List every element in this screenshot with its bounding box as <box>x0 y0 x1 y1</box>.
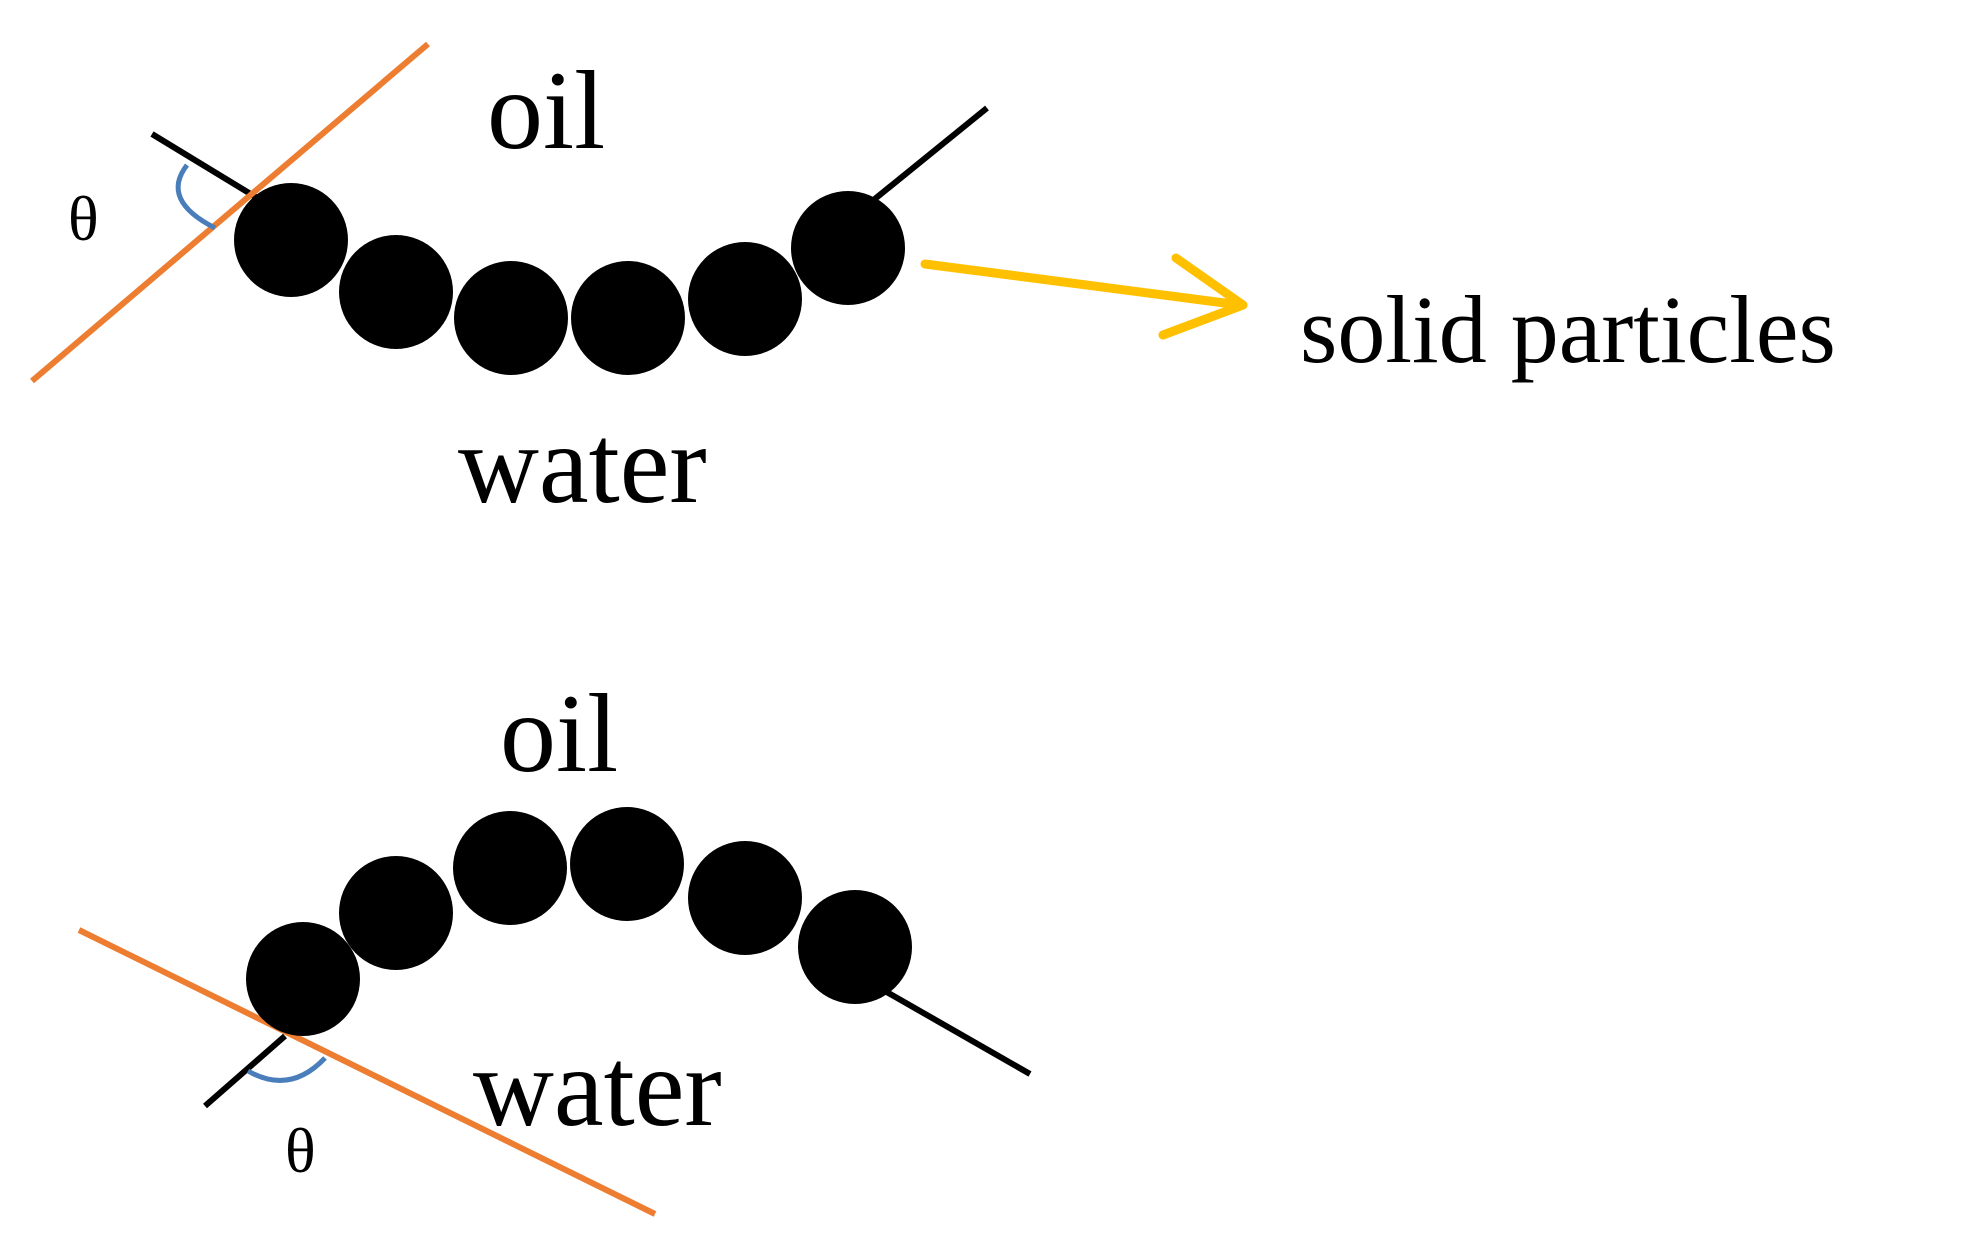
top-contact-angle-arc <box>175 163 217 231</box>
bottom-oil-label: oil <box>500 672 618 796</box>
solid-particles-label: solid particles <box>1300 276 1836 383</box>
bottom-particle <box>688 841 802 955</box>
bottom-emulsion-panel: oil water θ <box>77 672 1032 1217</box>
bottom-contact-angle-arc <box>246 1056 327 1083</box>
bottom-interface-line-left <box>203 1033 287 1109</box>
bottom-interface-line-right <box>876 984 1032 1077</box>
top-interface-line-left <box>150 131 274 210</box>
top-particle <box>454 261 568 375</box>
bottom-water-label: water <box>473 1026 722 1150</box>
top-interface-line-right <box>858 105 989 214</box>
bottom-particle <box>453 811 567 925</box>
top-theta-label: θ <box>68 183 99 254</box>
top-water-label: water <box>458 403 707 527</box>
bottom-theta-label: θ <box>285 1115 316 1186</box>
bottom-particle <box>246 922 360 1036</box>
top-particle <box>571 261 685 375</box>
top-particle <box>791 191 905 305</box>
bottom-particle <box>570 807 684 921</box>
top-particle <box>339 235 453 349</box>
bottom-tangent-line <box>77 927 657 1217</box>
solid-particles-pointer-arrow <box>920 253 1248 340</box>
top-particle <box>688 242 802 356</box>
top-oil-label: oil <box>487 49 605 173</box>
bottom-particle <box>339 856 453 970</box>
top-particle <box>234 183 348 297</box>
top-emulsion-panel: oil water θ <box>30 41 989 527</box>
top-tangent-line <box>30 41 430 384</box>
bottom-particle <box>798 890 912 1004</box>
